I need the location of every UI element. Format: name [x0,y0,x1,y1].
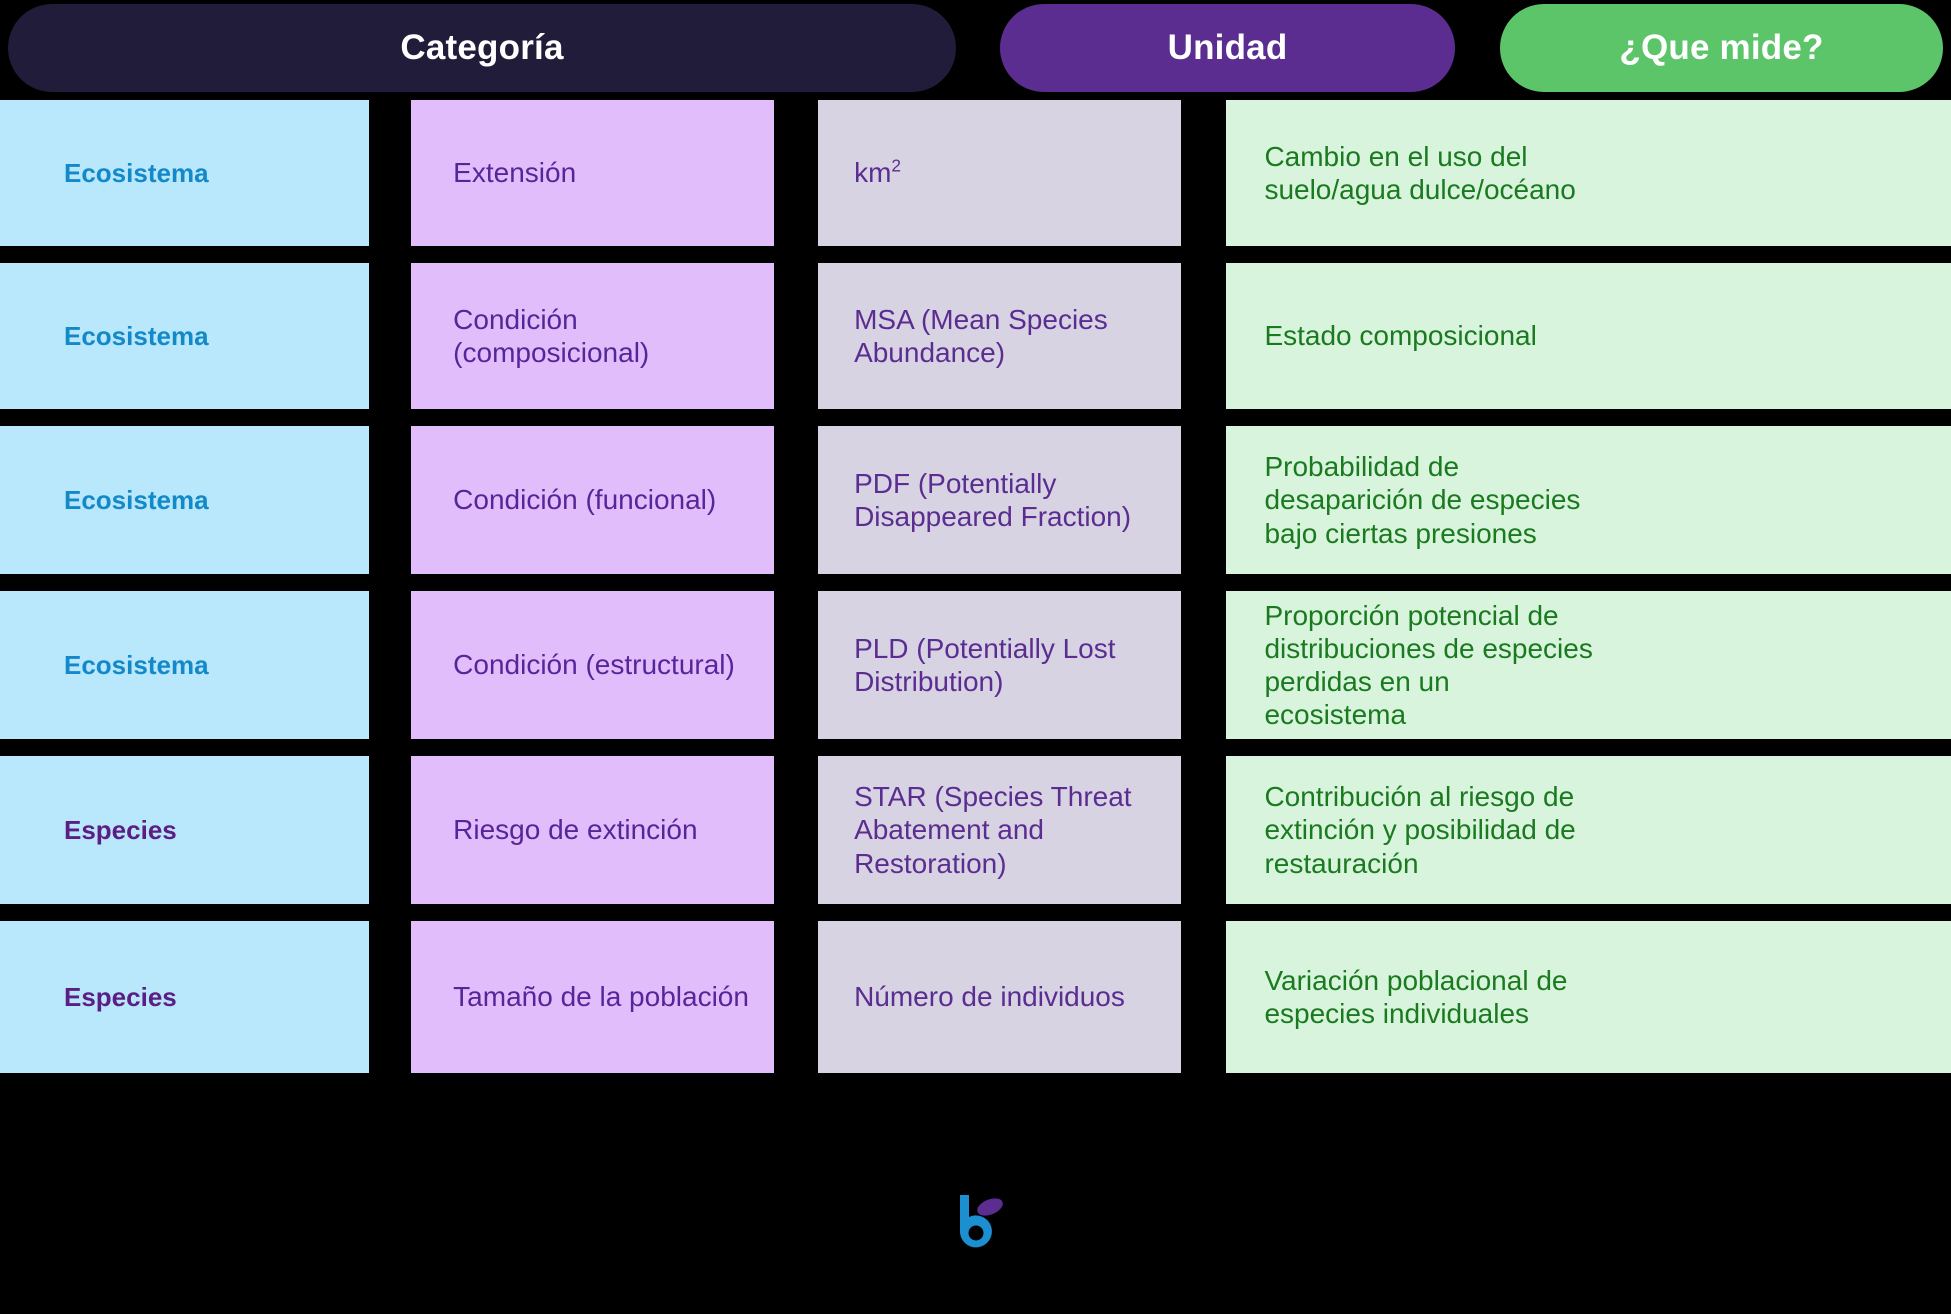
categoria-value: Ecosistema [64,484,209,515]
cell-unidad: MSA (Mean Species Abundance) [818,263,1182,409]
cell-categoria: Ecosistema [0,100,370,246]
que-mide-value: Probabilidad de desaparición de especies… [1264,451,1581,549]
indicador-value: Riesgo de extinción [453,814,698,846]
que-mide-value: Cambio en el uso del suelo/agua dulce/oc… [1264,140,1576,205]
column-header-unidad-label: Unidad [1167,28,1288,67]
logo-letter-b [959,1195,992,1248]
indicador-value: Condición (composicional) [453,303,650,368]
cell-unidad: Número de individuos [818,921,1182,1073]
table-header-row: Categoría Unidad ¿Que mide? [0,0,1951,100]
table-row: Ecosistema Condición (funcional) PDF (Po… [0,426,1951,574]
cell-categoria: Ecosistema [0,591,370,739]
que-mide-value: Estado composicional [1264,320,1537,352]
cell-categoria: Ecosistema [0,426,370,574]
brand-b-logo [959,1195,1003,1248]
categoria-value: Especies [64,814,177,845]
indicador-value: Condición (estructural) [453,649,735,681]
cell-que-mide: Cambio en el uso del suelo/agua dulce/oc… [1226,100,1951,246]
cell-que-mide: Contribución al riesgo de extinción y po… [1226,756,1951,904]
cell-unidad: STAR (Species Threat Abatement and Resto… [818,756,1182,904]
indicador-value: Tamaño de la población [453,981,749,1013]
que-mide-value: Proporción potencial de distribuciones d… [1264,599,1593,731]
table-row: Especies Riesgo de extinción STAR (Speci… [0,756,1951,904]
logo-letter-b-counter [968,1225,984,1241]
unidad-value: Número de individuos [854,981,1125,1013]
cell-indicador: Condición (funcional) [411,426,775,574]
cell-indicador: Extensión [411,100,775,246]
unidad-value: PDF (Potentially Disappeared Fraction) [854,467,1132,532]
cell-que-mide: Proporción potencial de distribuciones d… [1226,591,1951,739]
que-mide-value: Contribución al riesgo de extinción y po… [1264,781,1576,879]
unidad-value: km2 [854,156,901,189]
categoria-value: Ecosistema [64,157,209,188]
column-header-categoria: Categoría [8,4,956,92]
categoria-value: Especies [64,981,177,1012]
unidad-value: STAR (Species Threat Abatement and Resto… [854,781,1132,879]
cell-categoria: Ecosistema [0,263,370,409]
cell-categoria: Especies [0,756,370,904]
unidad-superscript: 2 [891,156,902,177]
cell-indicador: Condición (composicional) [411,263,775,409]
table-body: Ecosistema Extensión km2 Cambio en el us… [0,100,1951,1090]
cell-indicador: Condición (estructural) [411,591,775,739]
table-row: Ecosistema Condición (estructural) PLD (… [0,591,1951,739]
cell-indicador: Tamaño de la población [411,921,775,1073]
cell-que-mide: Variación poblacional de especies indivi… [1226,921,1951,1073]
indicador-value: Condición (funcional) [453,484,717,516]
cell-que-mide: Probabilidad de desaparición de especies… [1226,426,1951,574]
que-mide-value: Variación poblacional de especies indivi… [1264,964,1568,1029]
categoria-value: Ecosistema [64,649,209,680]
logo-leaf-icon [977,1198,1003,1216]
table-row: Especies Tamaño de la población Número d… [0,921,1951,1073]
column-header-categoria-label: Categoría [400,28,564,67]
column-header-unidad: Unidad [1000,4,1455,92]
cell-unidad: PLD (Potentially Lost Distribution) [818,591,1182,739]
table-row: Ecosistema Extensión km2 Cambio en el us… [0,100,1951,246]
unidad-value: PLD (Potentially Lost Distribution) [854,632,1116,697]
unidad-value: MSA (Mean Species Abundance) [854,303,1108,368]
column-header-que-mide: ¿Que mide? [1500,4,1943,92]
categoria-value: Ecosistema [64,320,209,351]
cell-unidad: km2 [818,100,1182,246]
cell-que-mide: Estado composicional [1226,263,1951,409]
cell-categoria: Especies [0,921,370,1073]
indicador-value: Extensión [453,157,577,189]
column-header-que-mide-label: ¿Que mide? [1619,28,1824,67]
unidad-base: km [854,157,892,189]
table-row: Ecosistema Condición (composicional) MSA… [0,263,1951,409]
cell-indicador: Riesgo de extinción [411,756,775,904]
cell-unidad: PDF (Potentially Disappeared Fraction) [818,426,1182,574]
